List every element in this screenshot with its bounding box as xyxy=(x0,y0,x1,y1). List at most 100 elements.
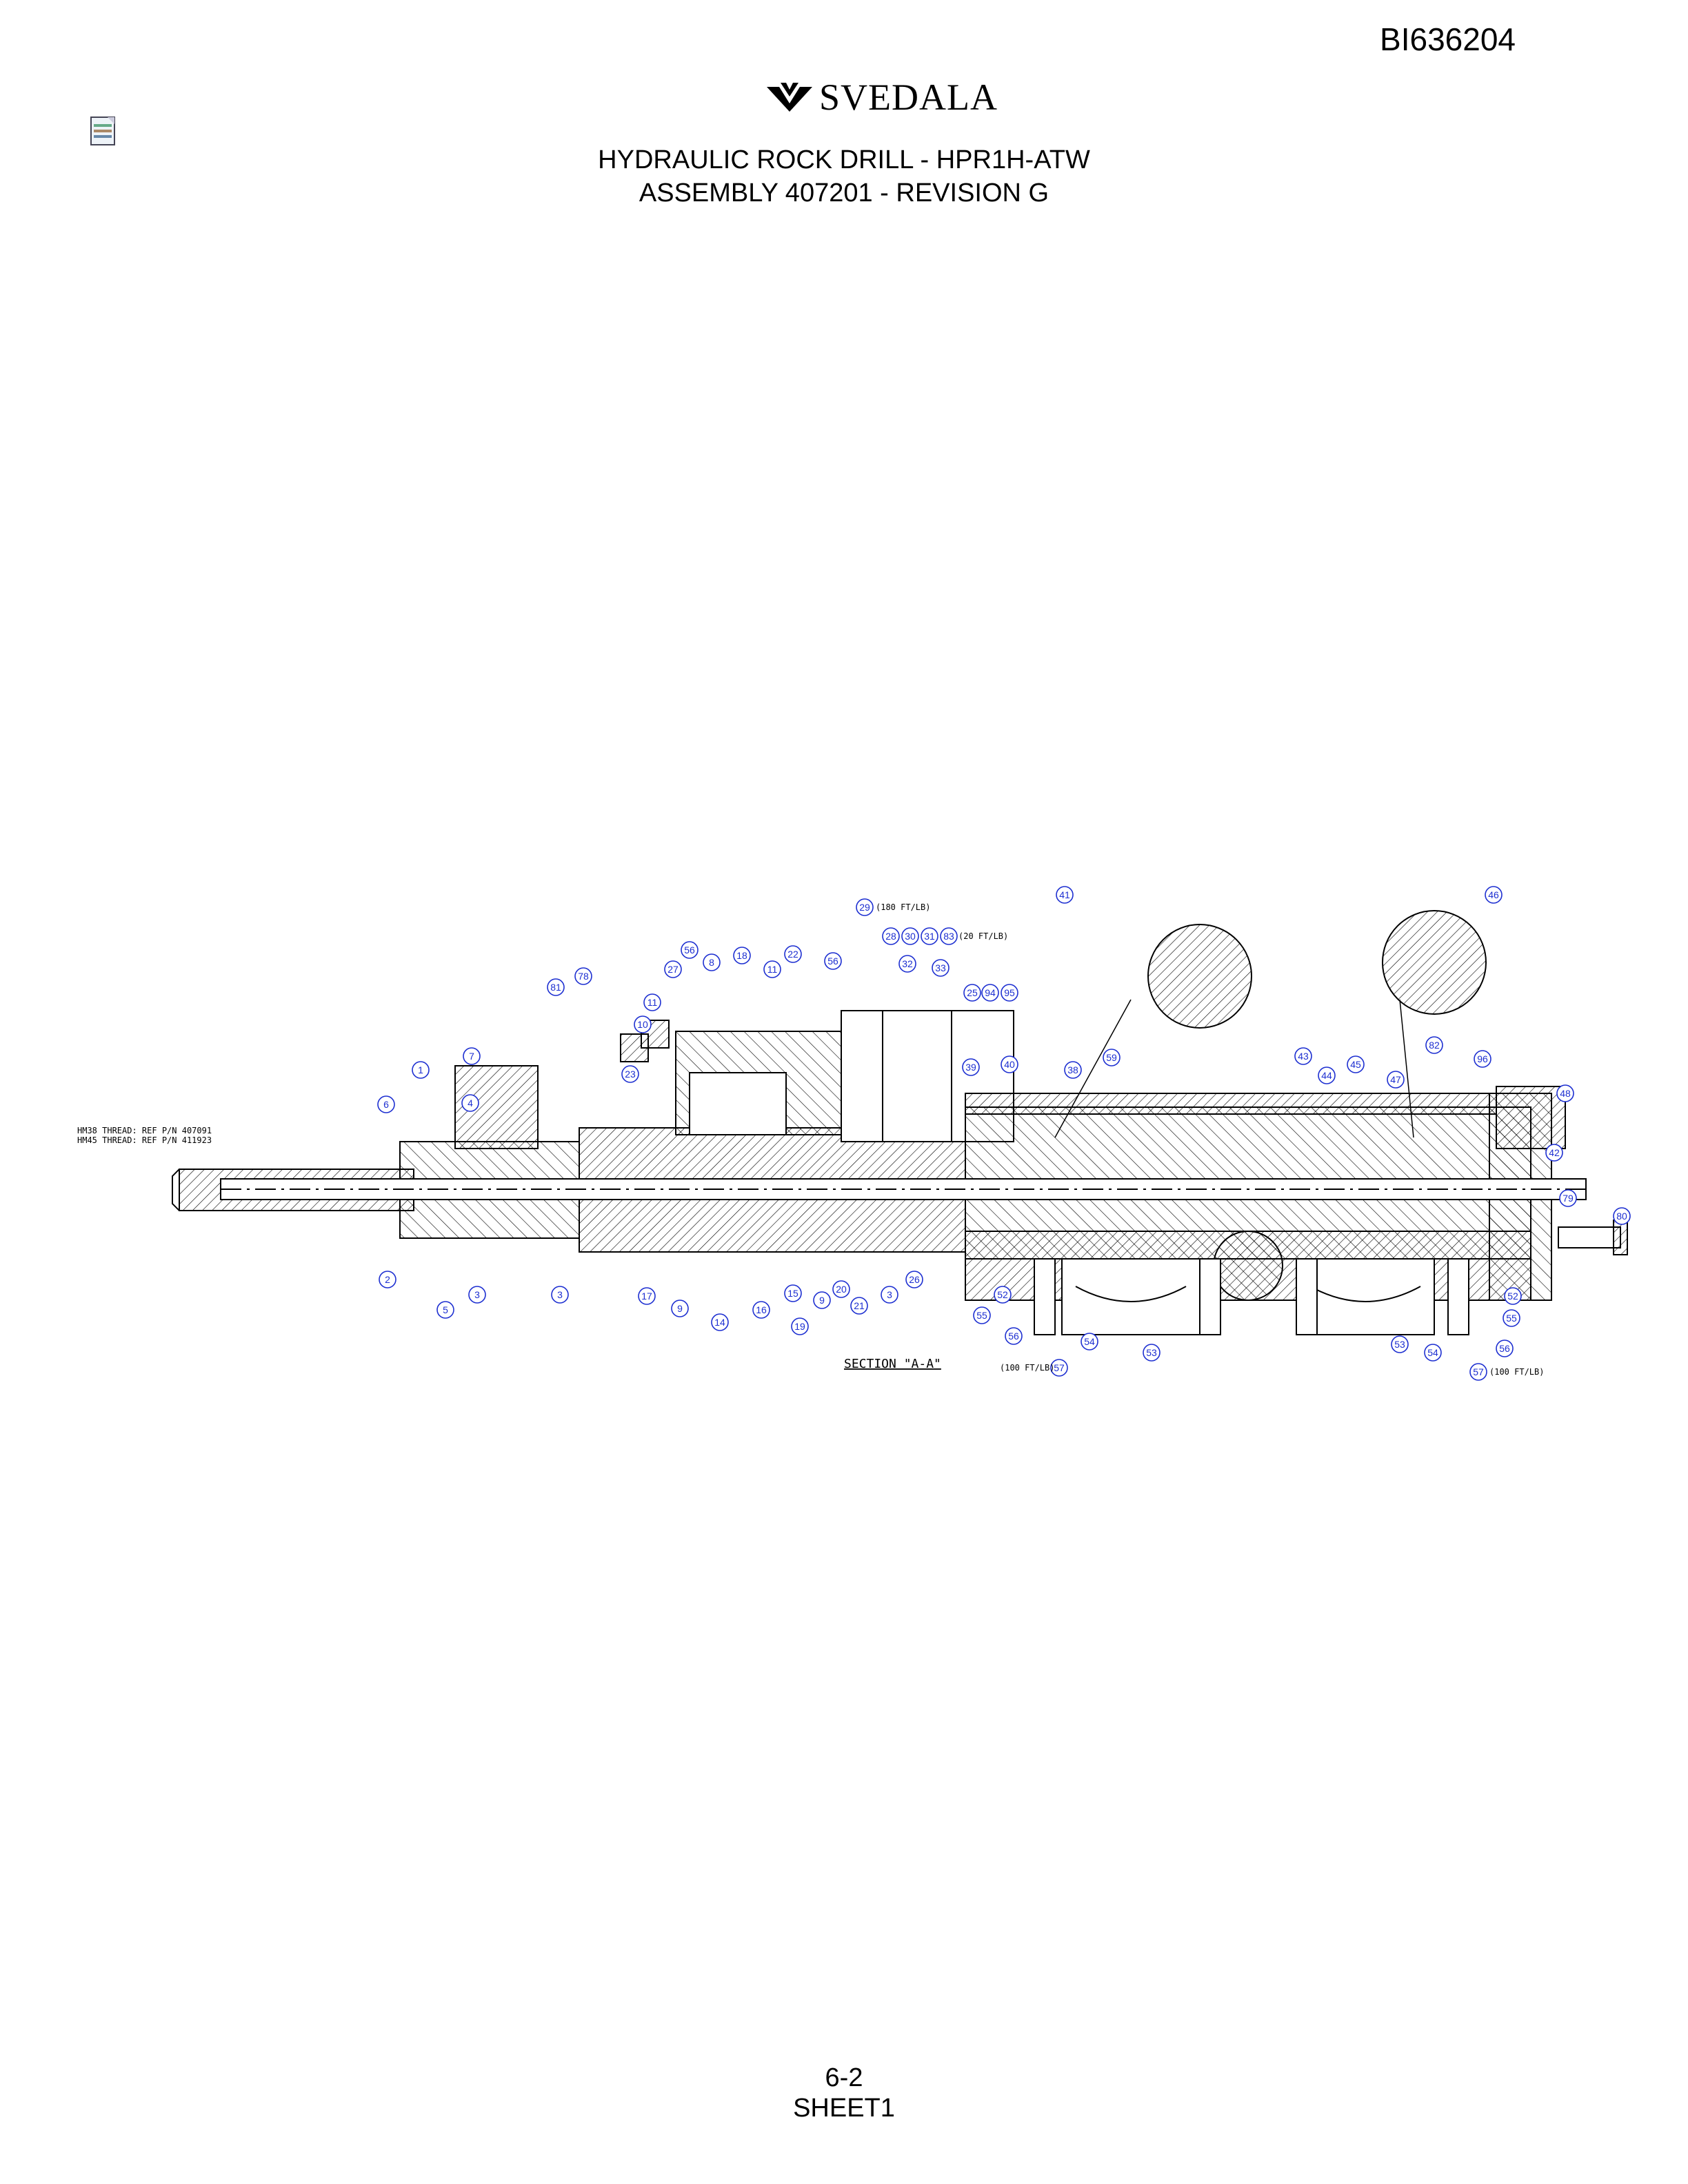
svg-text:80: 80 xyxy=(1616,1211,1627,1222)
svg-text:94: 94 xyxy=(985,987,996,998)
section-drawing: 1 2 3 3 3 4 5 6 7 8 9 9 10 11 11 14 15 1… xyxy=(77,886,1631,1381)
callout: 83 xyxy=(940,927,958,945)
callout: 55 xyxy=(1503,1309,1520,1327)
svg-text:56: 56 xyxy=(1499,1343,1510,1354)
callout: 22 xyxy=(784,945,802,963)
callout: 20 xyxy=(832,1280,850,1298)
svg-text:31: 31 xyxy=(924,931,935,942)
svg-text:41: 41 xyxy=(1059,889,1070,900)
svg-text:79: 79 xyxy=(1563,1193,1574,1204)
svg-text:21: 21 xyxy=(854,1300,865,1311)
callout: 10 xyxy=(634,1015,652,1033)
svg-text:55: 55 xyxy=(1506,1313,1517,1324)
callout: 21 xyxy=(850,1297,868,1315)
svg-text:82: 82 xyxy=(1429,1040,1440,1051)
callout: 28 xyxy=(882,927,900,945)
svg-text:59: 59 xyxy=(1106,1052,1117,1063)
torque-note: (180 FT/LB) xyxy=(876,902,930,912)
svg-text:19: 19 xyxy=(794,1321,805,1332)
callout: 2 xyxy=(379,1271,396,1288)
callout: 56 xyxy=(681,941,699,959)
svg-text:56: 56 xyxy=(1008,1331,1019,1342)
svg-text:1: 1 xyxy=(418,1064,423,1075)
torque-note: (20 FT/LB) xyxy=(958,931,1008,941)
callout: 30 xyxy=(901,927,919,945)
svg-text:30: 30 xyxy=(905,931,916,942)
section-label: SECTION "A-A" xyxy=(844,1357,941,1371)
svg-text:29: 29 xyxy=(859,902,870,913)
svg-text:3: 3 xyxy=(474,1289,480,1300)
svg-text:18: 18 xyxy=(736,950,747,961)
svg-text:45: 45 xyxy=(1350,1059,1361,1070)
svg-text:83: 83 xyxy=(943,931,954,942)
svg-text:26: 26 xyxy=(909,1274,920,1285)
callout: 9 xyxy=(813,1291,831,1309)
svg-text:8: 8 xyxy=(709,957,714,968)
svg-text:54: 54 xyxy=(1084,1336,1095,1347)
svg-text:11: 11 xyxy=(647,997,658,1008)
svg-text:25: 25 xyxy=(967,987,978,998)
svg-text:28: 28 xyxy=(885,931,896,942)
callout: 57 xyxy=(1050,1359,1068,1377)
svg-text:22: 22 xyxy=(787,949,798,960)
callout: 44 xyxy=(1318,1066,1336,1084)
callout: 79 xyxy=(1559,1189,1577,1207)
embedded-document-icon[interactable] xyxy=(90,116,117,150)
callout: 80 xyxy=(1613,1207,1631,1225)
svg-text:9: 9 xyxy=(819,1295,825,1306)
svg-text:57: 57 xyxy=(1054,1362,1065,1373)
brand-name: SVEDALA xyxy=(819,77,998,118)
callout: 45 xyxy=(1347,1055,1365,1073)
callout: 38 xyxy=(1064,1061,1082,1079)
svg-text:27: 27 xyxy=(667,964,679,975)
callout: 29 xyxy=(856,898,874,916)
callout: 27 xyxy=(664,960,682,978)
drawing-title-block: HYDRAULIC ROCK DRILL - HPR1H-ATW ASSEMBL… xyxy=(0,143,1688,210)
svg-text:11: 11 xyxy=(767,964,778,975)
callout: 43 xyxy=(1294,1047,1312,1065)
torque-note: (100 FT/LB) xyxy=(1000,1363,1054,1373)
callout: 52 xyxy=(994,1286,1012,1304)
document-id: BI636204 xyxy=(1380,21,1516,57)
callout: 14 xyxy=(711,1313,729,1331)
callout: 57 xyxy=(1469,1363,1487,1381)
callout: 56 xyxy=(824,952,842,970)
svg-text:95: 95 xyxy=(1004,987,1015,998)
svg-text:7: 7 xyxy=(469,1051,474,1062)
callout: 8 xyxy=(703,953,721,971)
svg-text:53: 53 xyxy=(1146,1347,1157,1358)
svg-text:44: 44 xyxy=(1321,1070,1332,1081)
callout: 94 xyxy=(981,984,999,1002)
callout: 46 xyxy=(1485,886,1503,904)
callout: 40 xyxy=(1001,1055,1018,1073)
callout: 19 xyxy=(791,1317,809,1335)
svg-text:9: 9 xyxy=(677,1303,683,1314)
callout: 81 xyxy=(547,978,565,996)
svg-text:39: 39 xyxy=(965,1062,976,1073)
callout: 42 xyxy=(1545,1144,1563,1162)
svg-text:56: 56 xyxy=(684,944,695,956)
page-number: 6-2 xyxy=(825,2063,863,2092)
svg-text:2: 2 xyxy=(385,1274,390,1285)
svg-text:53: 53 xyxy=(1394,1339,1405,1350)
svg-text:42: 42 xyxy=(1549,1147,1560,1158)
svg-text:40: 40 xyxy=(1004,1059,1015,1070)
callout: 3 xyxy=(551,1286,569,1304)
callout: 5 xyxy=(436,1301,454,1319)
svg-text:46: 46 xyxy=(1488,889,1499,900)
sheet-label: SHEET1 xyxy=(793,2094,895,2123)
torque-note: (100 FT/LB) xyxy=(1489,1367,1544,1377)
page-footer: 6-2 SHEET1 xyxy=(0,2063,1688,2123)
callout: 7 xyxy=(463,1047,481,1065)
svg-text:81: 81 xyxy=(550,982,561,993)
callout: 53 xyxy=(1391,1335,1409,1353)
callout: 52 xyxy=(1504,1287,1522,1305)
callout: 3 xyxy=(468,1286,486,1304)
svg-text:6: 6 xyxy=(383,1099,389,1110)
svg-text:3: 3 xyxy=(557,1289,563,1300)
assembly-revision: ASSEMBLY 407201 - REVISION G xyxy=(639,179,1049,208)
svg-text:3: 3 xyxy=(887,1289,892,1300)
callout: 17 xyxy=(638,1287,656,1305)
svg-text:57: 57 xyxy=(1473,1366,1484,1377)
svedala-chevron-logo-icon xyxy=(767,83,812,112)
